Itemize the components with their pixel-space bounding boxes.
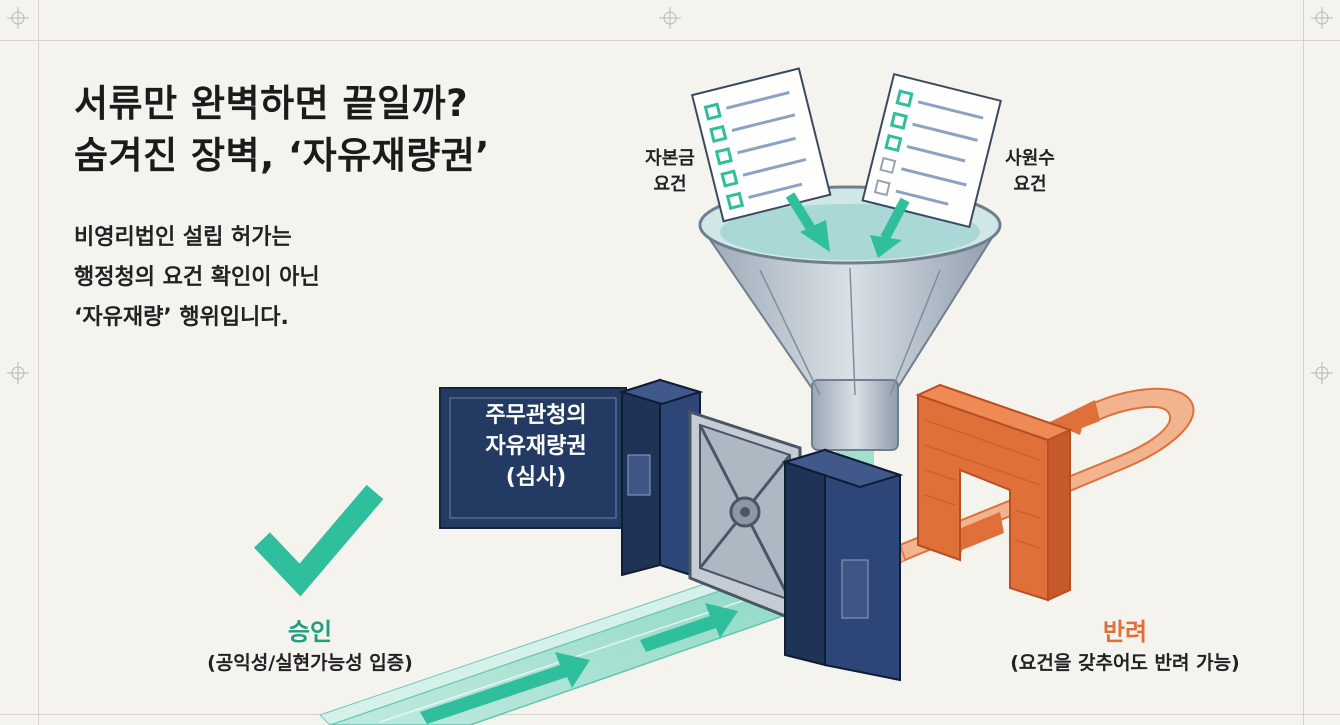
lead-line-3: ‘자유재량’ 행위입니다. (74, 305, 289, 330)
title-line-1: 서류만 완벽하면 끝일까? (74, 82, 469, 125)
frame-left-line (38, 0, 39, 725)
crosshair-icon (7, 7, 29, 29)
lead-text: 비영리법인 설립 허가는 행정청의 요건 확인이 아닌 ‘자유재량’ 행위입니다… (74, 218, 320, 338)
staff-requirement-line-2: 요건 (1013, 174, 1047, 195)
frame-top-line (0, 40, 1340, 41)
crosshair-icon (1311, 7, 1333, 29)
staff-requirement-line-1: 사원수 (1005, 148, 1055, 169)
staff-requirement-label: 사원수 요건 (990, 146, 1070, 198)
review-sign-line-1: 주무관청의 (485, 403, 587, 428)
crosshair-icon (659, 7, 681, 29)
approve-title: 승인 (287, 618, 333, 646)
title-line-2: 숨겨진 장벽, ‘자유재량권’ (74, 134, 490, 177)
approve-note: (공익성/실현가능성 입증) (207, 652, 413, 674)
lead-line-1: 비영리법인 설립 허가는 (74, 225, 292, 250)
crosshair-icon (7, 362, 29, 384)
arrow-down-icon (870, 235, 902, 258)
crosshair-icon (1311, 362, 1333, 384)
review-sign-text: 주무관청의 자유재량권 (심사) (446, 400, 626, 493)
review-sign-line-3: (심사) (505, 465, 567, 490)
frame-bottom-line (0, 714, 1340, 715)
gate-right-pillar (781, 448, 904, 682)
arrow-down-icon (800, 220, 830, 252)
capital-requirement-label: 자본금 요건 (630, 146, 710, 198)
rejection-barrier (915, 383, 1073, 602)
reject-label: 반려 (요건을 갖추어도 반려 가능) (975, 616, 1275, 678)
approval-arrow-icon (640, 603, 738, 652)
approve-check-icon (254, 484, 384, 597)
document-icon (690, 67, 832, 223)
arrow-down-icon (880, 197, 910, 241)
approve-label: 승인 (공익성/실현가능성 입증) (180, 616, 440, 678)
lead-line-2: 행정청의 요건 확인이 아닌 (74, 265, 320, 290)
reject-note: (요건을 갖추어도 반려 가능) (1010, 652, 1240, 674)
funnel (698, 185, 1002, 490)
gate-door (688, 409, 802, 625)
approval-arrow-icon (420, 652, 590, 724)
document-icon (861, 72, 1003, 229)
capital-requirement-line-2: 요건 (653, 174, 687, 195)
gate-left-pillar (618, 378, 704, 580)
review-sign-line-2: 자유재량권 (485, 434, 587, 459)
reject-title: 반려 (1102, 618, 1148, 646)
capital-requirement-line-1: 자본금 (645, 148, 695, 169)
frame-right-line (1303, 0, 1304, 725)
page-title: 서류만 완벽하면 끝일까? 숨겨진 장벽, ‘자유재량권’ (74, 78, 490, 182)
